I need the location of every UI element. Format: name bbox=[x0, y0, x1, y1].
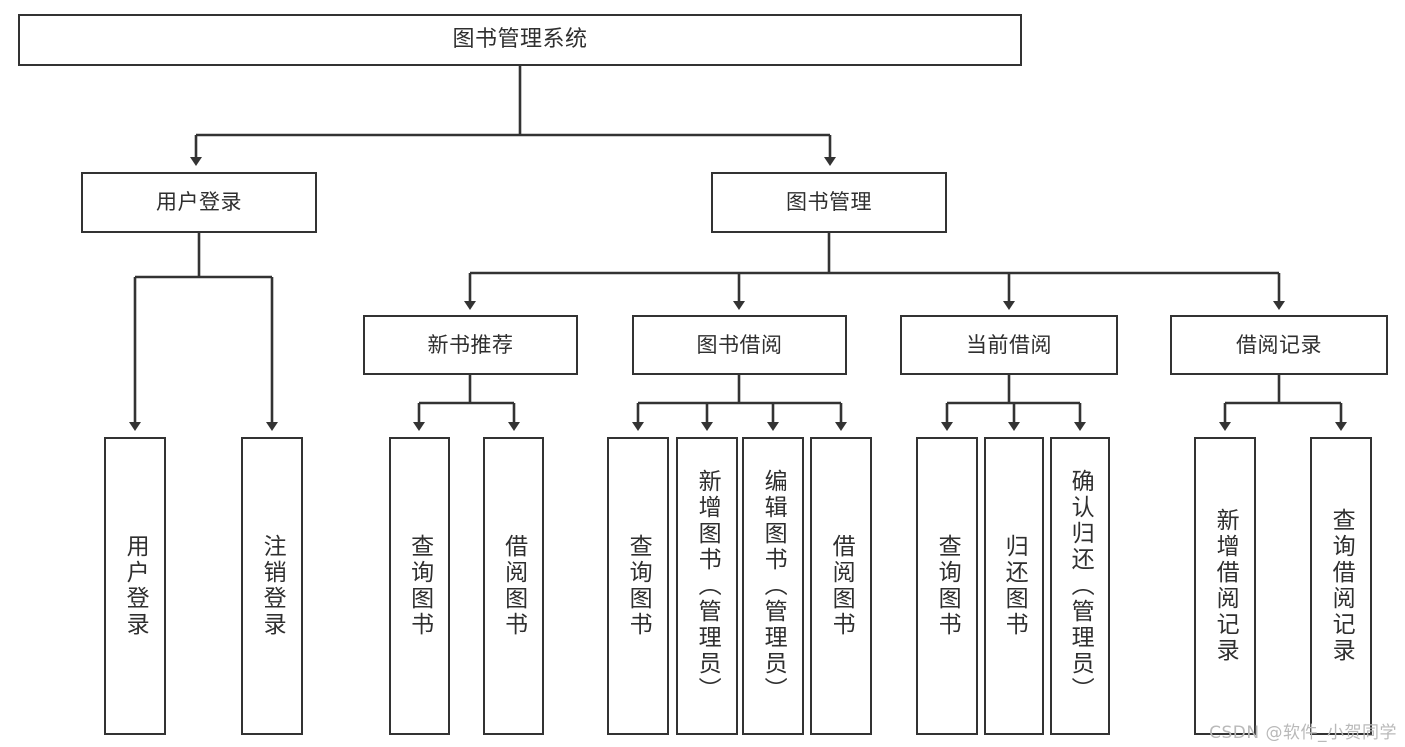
node-leaf-edit-book[interactable]: 编辑图书（管理员） bbox=[742, 437, 804, 735]
node-leaf-query-book-3-label: 查询图书 bbox=[934, 534, 961, 638]
node-book-borrow[interactable]: 图书借阅 bbox=[632, 315, 847, 375]
node-book-management-label: 图书管理 bbox=[786, 190, 872, 215]
node-borrow-record-label: 借阅记录 bbox=[1236, 332, 1322, 357]
node-leaf-query-book-3[interactable]: 查询图书 bbox=[916, 437, 978, 735]
node-leaf-add-book[interactable]: 新增图书（管理员） bbox=[676, 437, 738, 735]
node-leaf-query-record-label: 查询借阅记录 bbox=[1328, 508, 1355, 664]
node-borrow-record[interactable]: 借阅记录 bbox=[1170, 315, 1388, 375]
node-leaf-borrow-book-2-label: 借阅图书 bbox=[828, 534, 855, 638]
node-leaf-edit-book-label: 编辑图书（管理员） bbox=[760, 469, 787, 703]
node-leaf-query-book-2[interactable]: 查询图书 bbox=[607, 437, 669, 735]
node-leaf-confirm-return-label: 确认归还（管理员） bbox=[1067, 469, 1094, 703]
node-leaf-logout-login[interactable]: 注销登录 bbox=[241, 437, 303, 735]
node-root-label: 图书管理系统 bbox=[452, 27, 588, 53]
node-new-book-recommend[interactable]: 新书推荐 bbox=[363, 315, 578, 375]
node-current-borrow-label: 当前借阅 bbox=[966, 332, 1052, 357]
node-user-login[interactable]: 用户登录 bbox=[81, 172, 317, 233]
node-leaf-confirm-return[interactable]: 确认归还（管理员） bbox=[1050, 437, 1110, 735]
node-book-borrow-label: 图书借阅 bbox=[696, 332, 783, 357]
node-leaf-query-record[interactable]: 查询借阅记录 bbox=[1310, 437, 1372, 735]
node-user-login-label: 用户登录 bbox=[156, 190, 242, 215]
node-leaf-borrow-book-1-label: 借阅图书 bbox=[500, 534, 527, 638]
node-book-management[interactable]: 图书管理 bbox=[711, 172, 947, 233]
node-leaf-return-book-label: 归还图书 bbox=[1001, 534, 1028, 638]
node-leaf-query-book-1[interactable]: 查询图书 bbox=[389, 437, 450, 735]
node-leaf-logout-login-label: 注销登录 bbox=[259, 534, 286, 638]
node-leaf-add-book-label: 新增图书（管理员） bbox=[694, 469, 721, 703]
node-leaf-borrow-book-2[interactable]: 借阅图书 bbox=[810, 437, 872, 735]
node-leaf-user-login[interactable]: 用户登录 bbox=[104, 437, 166, 735]
node-new-book-recommend-label: 新书推荐 bbox=[427, 332, 514, 357]
node-leaf-borrow-book-1[interactable]: 借阅图书 bbox=[483, 437, 544, 735]
node-leaf-add-record-label: 新增借阅记录 bbox=[1212, 508, 1239, 664]
node-leaf-return-book[interactable]: 归还图书 bbox=[984, 437, 1044, 735]
node-leaf-query-book-1-label: 查询图书 bbox=[406, 534, 433, 638]
node-root[interactable]: 图书管理系统 bbox=[18, 14, 1022, 66]
node-leaf-query-book-2-label: 查询图书 bbox=[625, 534, 652, 638]
node-leaf-user-login-label: 用户登录 bbox=[122, 534, 149, 638]
node-current-borrow[interactable]: 当前借阅 bbox=[900, 315, 1118, 375]
node-leaf-add-record[interactable]: 新增借阅记录 bbox=[1194, 437, 1256, 735]
